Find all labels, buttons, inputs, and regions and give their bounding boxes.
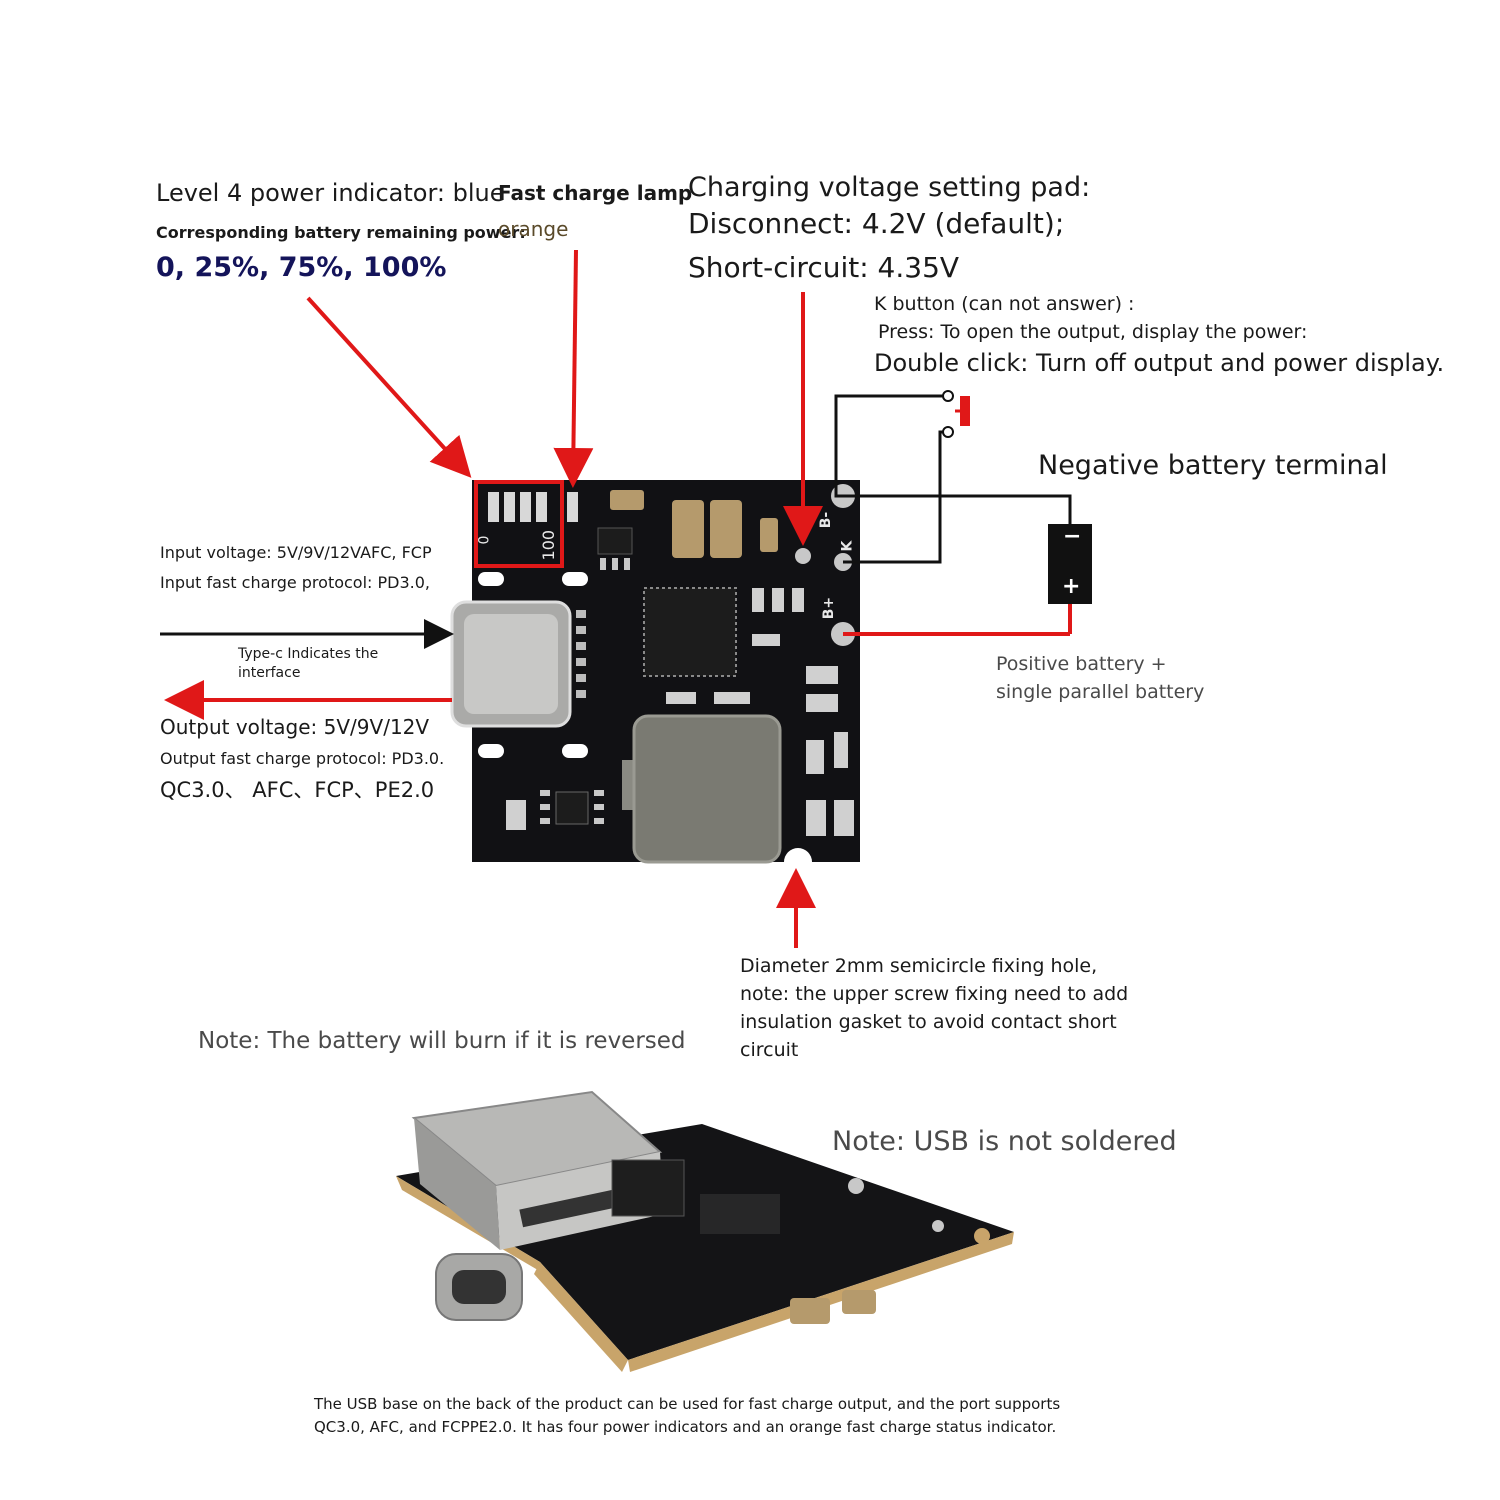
- input-voltage-label: Input voltage: 5V/9V/12VAFC, FCP: [160, 543, 432, 562]
- silk-led-100: 100: [539, 529, 559, 561]
- fast-charge-led: [567, 492, 578, 522]
- slot-bottom-mid: [562, 744, 588, 758]
- level-indicator-values: 0, 25%, 75%, 100%: [156, 252, 447, 283]
- voltage-setting-pad: [795, 548, 811, 564]
- slot-top-mid: [562, 572, 588, 586]
- battery-minus-mark: −: [1063, 524, 1082, 549]
- bottom-description-line2: QC3.0, AFC, and FCPPE2.0. It has four po…: [314, 1418, 1057, 1436]
- board-back-view: [396, 1090, 1014, 1372]
- k-button-heading: K button (can not answer) :: [874, 293, 1135, 315]
- main-controller-ic: [643, 587, 737, 677]
- switch-contact-bottom: [942, 426, 954, 438]
- typec-label-line1: Type-c Indicates the: [238, 646, 379, 662]
- bottom-description-line1: The USB base on the back of the product …: [314, 1395, 1061, 1413]
- fast-charge-color: orange: [498, 217, 569, 241]
- silk-k: K: [839, 540, 856, 552]
- slot-top-left: [478, 572, 504, 586]
- silk-led-0: 0: [476, 535, 493, 545]
- negative-terminal-label: Negative battery terminal: [1038, 450, 1388, 481]
- voltage-pad-disconnect: Disconnect: 4.2V (default);: [688, 207, 1065, 240]
- output-protocol-label: Output fast charge protocol: PD3.0.: [160, 749, 445, 768]
- led-highlight-box: [474, 480, 564, 568]
- fixing-hole-line4: circuit: [740, 1039, 799, 1061]
- voltage-pad-heading: Charging voltage setting pad:: [688, 172, 1091, 203]
- voltage-pad-short: Short-circuit: 4.35V: [688, 251, 960, 284]
- fast-charge-title: Fast charge lamp: [498, 181, 693, 205]
- fixing-hole-line1: Diameter 2mm semicircle fixing hole,: [740, 955, 1098, 977]
- power-indicator-leds: [488, 492, 547, 522]
- silk-b-minus: B-: [818, 511, 835, 529]
- ic-back: [611, 1159, 685, 1217]
- fixing-hole-line2: note: the upper screw fixing need to add: [740, 983, 1129, 1005]
- arrow-level-indicator: [306, 296, 472, 478]
- small-ic: [555, 791, 589, 825]
- pcb-board: [450, 480, 860, 864]
- output-voltage-label: Output voltage: 5V/9V/12V: [160, 715, 430, 739]
- silk-b-plus: B+: [821, 596, 838, 620]
- k-button-press: Press: To open the output, display the p…: [878, 321, 1308, 343]
- switch-contact-top: [942, 390, 954, 402]
- single-parallel-label: single parallel battery: [996, 681, 1205, 703]
- positive-battery-label: Positive battery +: [996, 653, 1167, 675]
- level-indicator-subtitle: Corresponding battery remaining power:: [156, 223, 526, 242]
- capacitor: [710, 500, 742, 558]
- capacitor: [610, 490, 644, 510]
- battery-icon: [1048, 524, 1092, 604]
- output-protocol-list: QC3.0、 AFC、FCP、PE2.0: [160, 778, 435, 802]
- k-button-icon: [960, 396, 970, 426]
- arrow-fast-charge: [553, 249, 594, 488]
- capacitor: [760, 518, 778, 552]
- battery-plus-mark: +: [1062, 574, 1081, 599]
- typec-label-line2: interface: [238, 665, 301, 681]
- input-protocol-label: Input fast charge protocol: PD3.0,: [160, 573, 431, 592]
- sot-ic: [597, 527, 633, 555]
- level-indicator-title: Level 4 power indicator: blue: [156, 179, 505, 207]
- button-wiring: [834, 394, 1072, 564]
- resistor-array: [506, 588, 854, 836]
- reverse-battery-note: Note: The battery will burn if it is rev…: [198, 1028, 686, 1054]
- k-button-double-click: Double click: Turn off output and power …: [874, 349, 1445, 377]
- inductor: [632, 714, 782, 864]
- slot-bottom-left: [478, 744, 504, 758]
- usb-not-soldered-note: Note: USB is not soldered: [832, 1126, 1177, 1157]
- fixing-hole-line3: insulation gasket to avoid contact short: [740, 1011, 1117, 1033]
- capacitor: [672, 500, 704, 558]
